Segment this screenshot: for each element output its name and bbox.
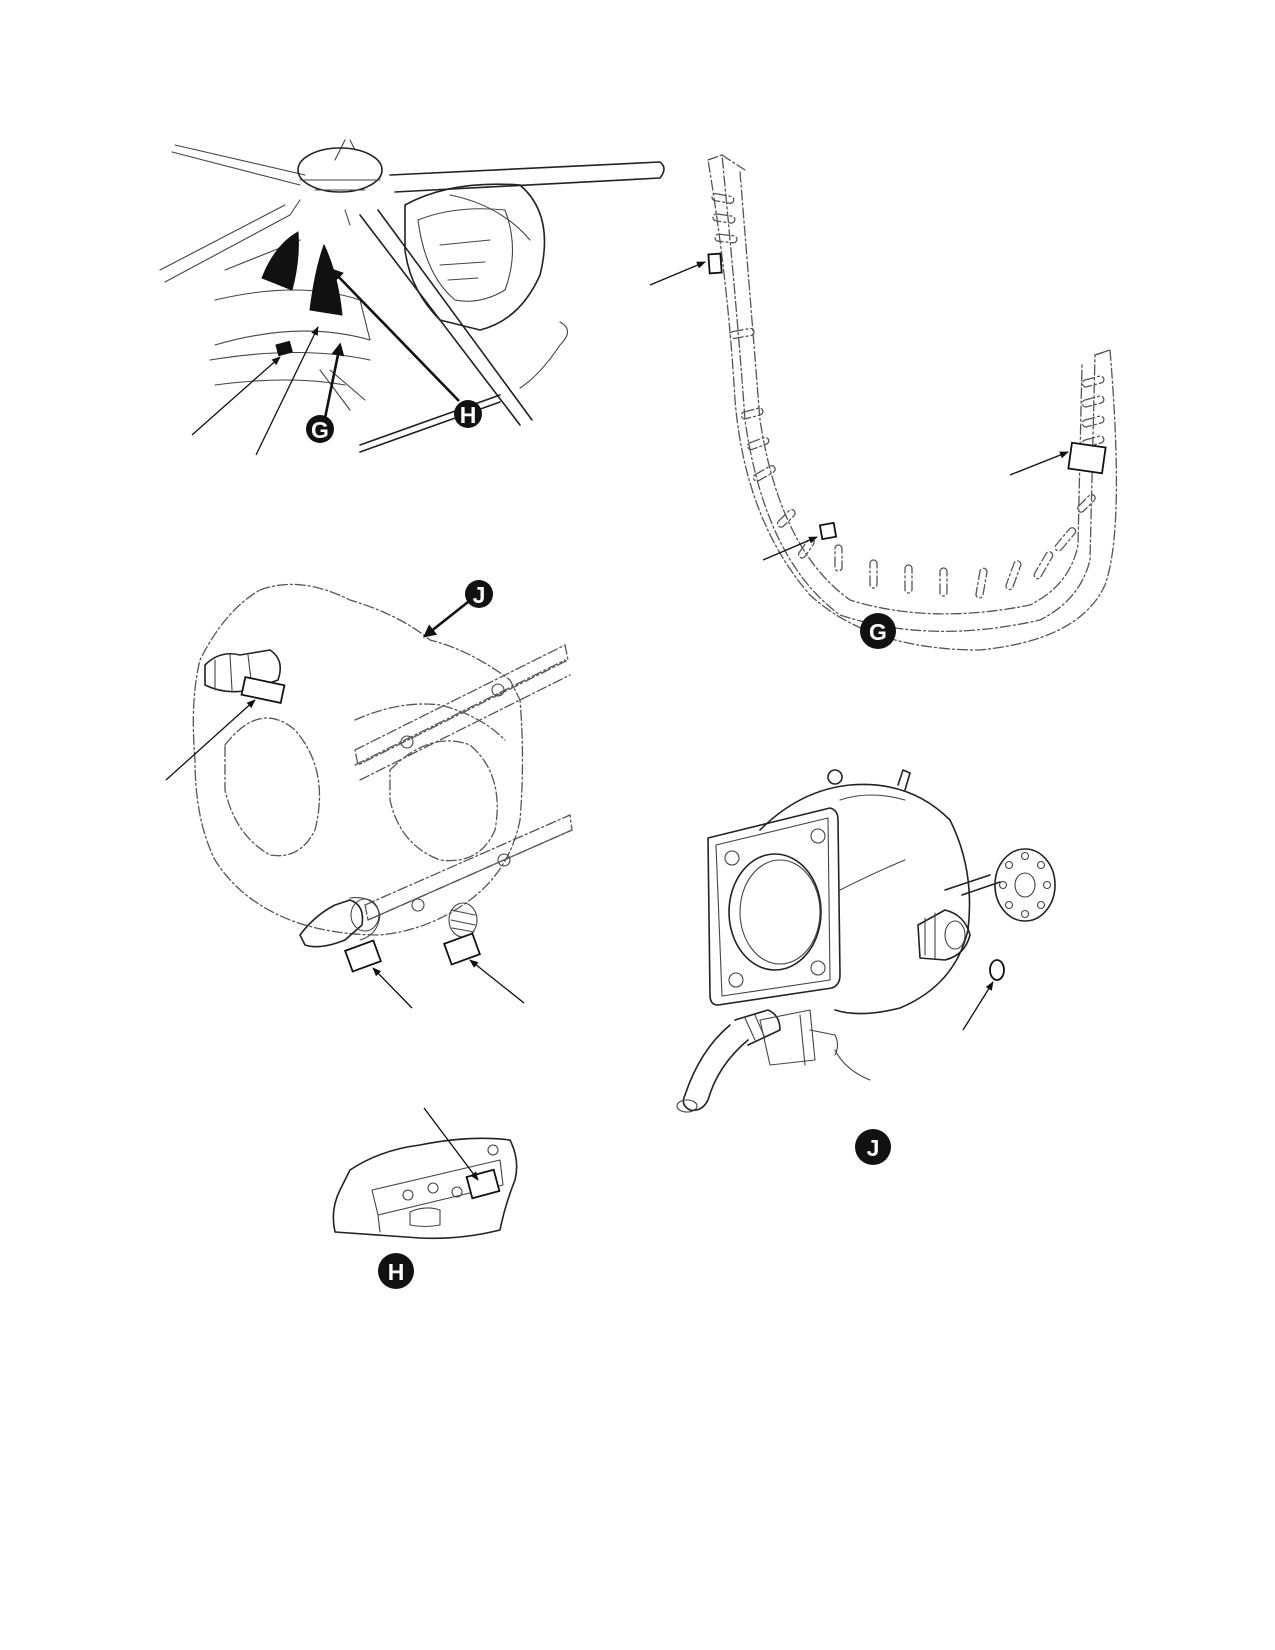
decal-g-upper — [707, 252, 723, 275]
leader-j-right — [469, 959, 525, 1004]
flange-plate — [707, 807, 841, 1006]
detail-g-label-text: G — [869, 619, 887, 645]
detail-j-label: J — [855, 1129, 891, 1165]
helicopter-overview: G H — [159, 139, 665, 456]
callout-g: G — [306, 415, 334, 443]
rotor-hub — [297, 147, 383, 193]
leader-o-ring — [962, 981, 994, 1031]
black-panel-center — [309, 243, 343, 316]
decal-j-upper — [240, 675, 286, 705]
leader-j-callout — [422, 600, 469, 638]
component-j-locator: J — [165, 580, 573, 1009]
decal-g-lower — [818, 521, 838, 541]
leader-arrow-g — [323, 342, 345, 419]
decal-j-left — [343, 939, 383, 973]
leader-arrow-2 — [255, 326, 319, 456]
detail-g-frame: G — [649, 154, 1118, 651]
leader-g-lower — [762, 536, 818, 561]
callout-h: H — [454, 400, 482, 428]
detail-g-label: G — [860, 613, 896, 649]
detail-h-panel: H — [332, 1107, 518, 1289]
callout-h-label: H — [460, 402, 477, 428]
leader-arrow-h — [330, 268, 460, 402]
callout-j: J — [465, 580, 493, 608]
detail-j-label-text: J — [867, 1135, 880, 1161]
leader-j-upper — [165, 699, 256, 781]
detail-h-label: H — [378, 1253, 414, 1289]
leader-g-right — [1009, 451, 1069, 476]
leader-h — [423, 1107, 479, 1181]
detail-h-label-text: H — [388, 1259, 405, 1285]
black-patch — [275, 340, 293, 357]
o-ring — [989, 959, 1005, 981]
leader-g-upper — [649, 261, 706, 286]
decal-j-right — [442, 932, 482, 966]
callout-j-label: J — [473, 582, 486, 608]
callout-g-label: G — [311, 417, 329, 443]
black-panel-left — [261, 231, 299, 291]
leader-arrow-1 — [191, 356, 281, 436]
cockpit-canopy — [404, 183, 546, 331]
decal-h — [465, 1168, 501, 1200]
leader-j-left — [372, 967, 413, 1009]
detail-j-component: J — [676, 769, 1056, 1165]
decal-g-right — [1067, 441, 1107, 475]
